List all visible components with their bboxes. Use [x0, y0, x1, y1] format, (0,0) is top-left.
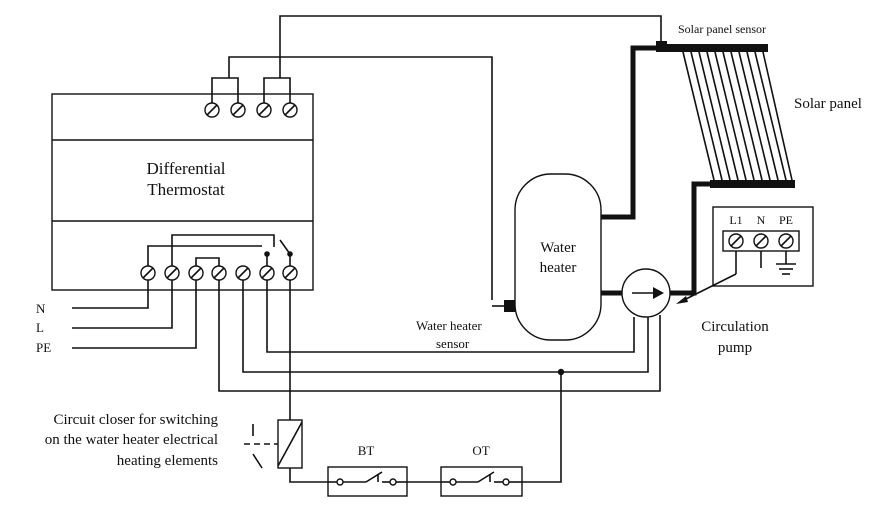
ot-switch: [440, 466, 523, 497]
supply-l-label: L: [36, 320, 44, 335]
terminal-screw-icon: [235, 265, 251, 281]
ground-icon: [776, 263, 796, 275]
water-heater-label-line1: Water: [540, 240, 575, 256]
mains-supply: N L PE: [36, 280, 197, 355]
pump-power-terminal-block: L1 N PE: [676, 206, 814, 304]
circuit-closer-relay: [244, 419, 303, 469]
water-heater-sensor: [504, 300, 515, 312]
solar-panel-sensor-label: Solar panel sensor: [678, 22, 766, 36]
terminal-screw-icon: [140, 265, 156, 281]
circuit-closer-label-line2: on the water heater electrical: [45, 432, 218, 448]
differential-thermostat: Differential Thermostat: [51, 93, 314, 291]
terminal-screw-icon: [282, 102, 298, 118]
supply-n-label: N: [36, 301, 46, 316]
terminal-n-label: N: [757, 213, 766, 227]
solar-panel: [660, 44, 795, 188]
thermostat-label-line1: Differential: [147, 159, 226, 178]
supply-pe-label: PE: [36, 340, 51, 355]
water-heater: Water heater: [514, 173, 602, 341]
terminal-screw-icon: [204, 102, 220, 118]
terminal-screw-icon: [164, 265, 180, 281]
sensor-wiring: [211, 15, 662, 307]
bt-switch: [327, 466, 408, 497]
bottom-wiring: [218, 280, 661, 483]
circulation-pump-label-line2: pump: [718, 340, 752, 356]
terminal-screw-icon: [753, 233, 769, 249]
water-heater-sensor-label-line2: sensor: [436, 336, 470, 351]
terminal-screw-icon: [778, 233, 794, 249]
ot-label: OT: [472, 443, 489, 458]
terminal-screw-icon: [282, 265, 298, 281]
terminal-l1-label: L1: [729, 213, 742, 227]
solar-panel-label: Solar panel: [794, 96, 862, 112]
water-heater-sensor-label-line1: Water heater: [416, 318, 482, 333]
bt-label: BT: [358, 443, 375, 458]
terminal-screw-icon: [259, 265, 275, 281]
thermostat-label-line2: Thermostat: [147, 180, 225, 199]
terminal-screw-icon: [728, 233, 744, 249]
circuit-closer-label-line3: heating elements: [117, 453, 218, 469]
internal-jumpers: [147, 234, 293, 266]
water-heater-label-line2: heater: [540, 260, 577, 276]
terminal-screw-icon: [230, 102, 246, 118]
terminal-screw-icon: [188, 265, 204, 281]
solar-piping: [600, 45, 712, 296]
circuit-closer-label-line1: Circuit closer for switching: [53, 412, 218, 428]
circulation-pump: [621, 268, 671, 318]
terminal-pe-label: PE: [779, 213, 793, 227]
terminal-screw-icon: [256, 102, 272, 118]
terminal-screw-icon: [211, 265, 227, 281]
circulation-pump-label-line1: Circulation: [701, 319, 769, 335]
arrow-right-icon: [632, 287, 664, 299]
